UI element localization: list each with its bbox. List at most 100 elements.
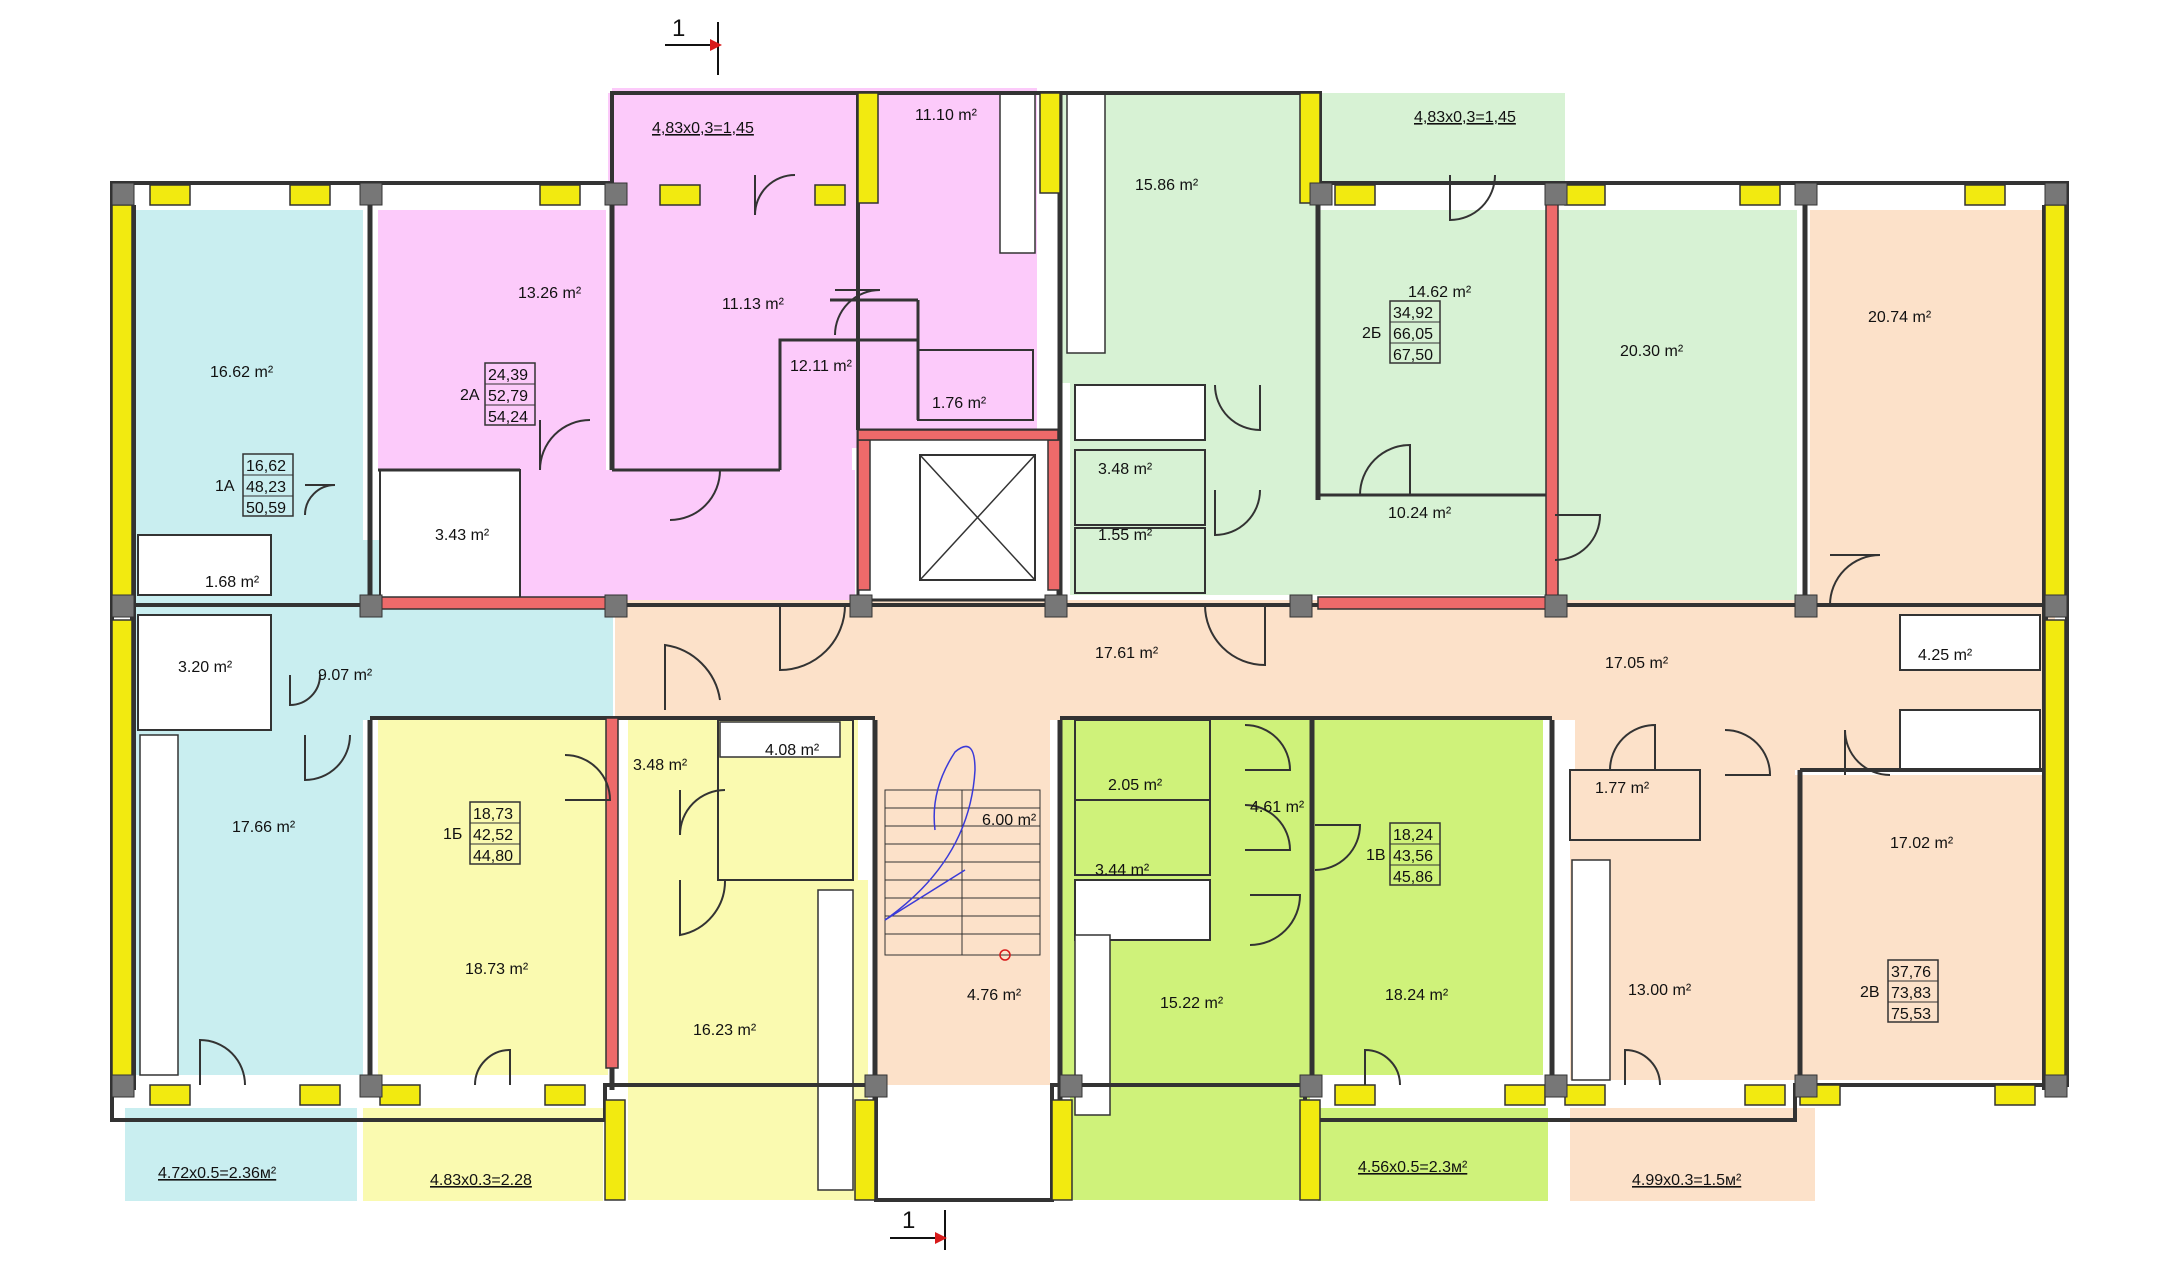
fill-1B-hall bbox=[628, 720, 718, 880]
door-swings bbox=[199, 174, 1891, 1086]
sanitary-1V-bath bbox=[1074, 879, 1211, 941]
elevator-shaft bbox=[856, 428, 1060, 602]
room-area: 4.25 m² bbox=[1918, 647, 1973, 664]
room-area: 1.55 m² bbox=[1098, 527, 1153, 544]
kitchen-counter-1A bbox=[139, 734, 179, 1076]
section-marker-top: 1 bbox=[665, 15, 722, 75]
apartment-name: 1В bbox=[1366, 847, 1386, 864]
room-area: 15.22 m² bbox=[1160, 995, 1224, 1012]
fill-2V-balcony bbox=[1570, 1108, 1815, 1201]
apartment-name: 2А bbox=[460, 387, 480, 404]
room-area: 20.30 m² bbox=[1620, 343, 1684, 360]
apartment-total-area: 48,23 bbox=[246, 479, 286, 496]
room-area: 1.68 m² bbox=[205, 574, 260, 591]
room-area: 10.24 m² bbox=[1388, 505, 1452, 522]
apartment-tags: 1А 16,62 48,23 50,59 2А 24,39 52,79 54,2… bbox=[215, 300, 1939, 1023]
room-area: 3.20 m² bbox=[178, 659, 233, 676]
apartment-living-area: 34,92 bbox=[1393, 305, 1433, 322]
room-area: 14.62 m² bbox=[1408, 284, 1472, 301]
apartment-tag-2A: 2А 24,39 52,79 54,24 bbox=[460, 362, 536, 426]
room-area: 17.02 m² bbox=[1890, 835, 1954, 852]
room-area: 3.48 m² bbox=[633, 757, 688, 774]
balcony-label-bottom-1: 4.72x0.5=2.36м² bbox=[158, 1165, 277, 1182]
sanitary-2A-wc bbox=[917, 349, 1034, 421]
room-area: 4.08 m² bbox=[765, 742, 820, 759]
apartment-name: 2В bbox=[1860, 984, 1880, 1001]
apartment-living-area: 37,76 bbox=[1891, 964, 1931, 981]
balcony-label-top-left: 4,83x0,3=1,45 bbox=[652, 120, 754, 137]
fill-1A-balcony bbox=[125, 1108, 357, 1201]
sanitary-2B-wc bbox=[1074, 449, 1206, 526]
apartment-gross-area: 67,50 bbox=[1393, 347, 1433, 364]
balcony-label-bottom-2: 4.83x0.3=2.28 bbox=[430, 1172, 532, 1189]
room-area: 3.44 m² bbox=[1095, 862, 1150, 879]
fill-1V-balcony bbox=[1318, 1108, 1548, 1201]
kitchen-counter-2V bbox=[1571, 859, 1611, 1081]
room-area: 16.62 m² bbox=[210, 364, 274, 381]
kitchen-counter-2A bbox=[999, 92, 1036, 254]
room-area: 1.76 m² bbox=[932, 395, 987, 412]
apartment-tag-1A: 1А 16,62 48,23 50,59 bbox=[215, 453, 294, 517]
room-area-labels: 16.62 m² 13.26 m² 11.13 m² 11.10 m² 12.1… bbox=[178, 107, 1973, 1039]
staircase bbox=[884, 745, 1041, 961]
room-area: 6.00 m² bbox=[982, 812, 1037, 829]
fill-2A-room1 bbox=[378, 210, 606, 470]
sanitary-1V-2 bbox=[1074, 799, 1211, 876]
apartment-gross-area: 75,53 bbox=[1891, 1006, 1931, 1023]
sanitary-2B-wc2 bbox=[1074, 527, 1206, 594]
sanitary-1A-wc bbox=[137, 534, 272, 596]
fill-1B-balcony bbox=[363, 1108, 603, 1201]
apartment-name: 1А bbox=[215, 478, 235, 495]
room-area: 12.11 m² bbox=[790, 358, 853, 375]
room-area: 17.61 m² bbox=[1095, 645, 1159, 662]
sanitary-blocks bbox=[137, 92, 2041, 1191]
apartment-gross-area: 45,86 bbox=[1393, 869, 1433, 886]
apartment-total-area: 43,56 bbox=[1393, 848, 1433, 865]
room-area: 4.61 m² bbox=[1250, 799, 1305, 816]
fill-2V-room1 bbox=[1810, 210, 2050, 610]
fill-2A-hall bbox=[520, 470, 855, 600]
balcony-label-top-right: 4,83x0,3=1,45 bbox=[1414, 109, 1516, 126]
balcony-label-bottom-4: 4.99x0.3=1.5м² bbox=[1632, 1172, 1742, 1189]
room-area: 20.74 m² bbox=[1868, 309, 1932, 326]
apartment-tag-2B: 2Б 34,92 66,05 67,50 bbox=[1362, 300, 1441, 364]
room-area: 18.24 m² bbox=[1385, 987, 1449, 1004]
sanitary-1B-bath bbox=[719, 721, 841, 758]
balcony-labels: 4,83x0,3=1,45 4,83x0,3=1,45 4.72x0.5=2.3… bbox=[158, 109, 1742, 1189]
apartment-tag-2V: 2В 37,76 73,83 75,53 bbox=[1860, 959, 1939, 1023]
room-area: 3.48 m² bbox=[1098, 461, 1153, 478]
room-area: 1.77 m² bbox=[1595, 780, 1650, 797]
fill-2V-room2 bbox=[1795, 775, 2045, 1080]
room-area: 16.23 m² bbox=[693, 1022, 757, 1039]
fill-2A-balcony bbox=[608, 93, 853, 181]
kitchen-counter-2B bbox=[1066, 92, 1106, 354]
apartment-gross-area: 50,59 bbox=[246, 500, 286, 517]
section-marker-bottom-label: 1 bbox=[902, 1207, 915, 1234]
room-area: 11.13 m² bbox=[722, 296, 785, 313]
apartment-tag-1B: 1Б 18,73 42,52 44,80 bbox=[443, 801, 521, 865]
apartment-living-area: 18,24 bbox=[1393, 827, 1433, 844]
apartment-living-area: 16,62 bbox=[246, 458, 286, 475]
kitchen-counter-1B bbox=[817, 889, 854, 1191]
apartment-name: 1Б bbox=[443, 826, 462, 843]
room-area: 3.43 m² bbox=[435, 527, 490, 544]
room-area: 11.10 m² bbox=[915, 107, 978, 124]
columns bbox=[111, 182, 2068, 1098]
fill-2B-room2 bbox=[1552, 210, 1797, 600]
red-partitions bbox=[377, 189, 1559, 1069]
fill-2B-balcony bbox=[1320, 93, 1565, 181]
apartment-tag-1V: 1В 18,24 43,56 45,86 bbox=[1366, 822, 1441, 886]
apartment-living-area: 18,73 bbox=[473, 806, 513, 823]
room-area: 4.76 m² bbox=[967, 987, 1022, 1004]
sanitary-1A-bath bbox=[137, 614, 272, 731]
room-area: 9.07 m² bbox=[318, 667, 373, 684]
apartment-gross-area: 44,80 bbox=[473, 848, 513, 865]
section-marker-top-label: 1 bbox=[672, 15, 685, 42]
room-area: 17.05 m² bbox=[1605, 655, 1669, 672]
sanitary-2A bbox=[379, 469, 521, 601]
room-area: 18.73 m² bbox=[465, 961, 529, 978]
room-area: 13.00 m² bbox=[1628, 982, 1692, 999]
sanitary-2V bbox=[1899, 614, 2041, 671]
apartment-total-area: 42,52 bbox=[473, 827, 513, 844]
fill-1B-room bbox=[378, 720, 608, 1075]
